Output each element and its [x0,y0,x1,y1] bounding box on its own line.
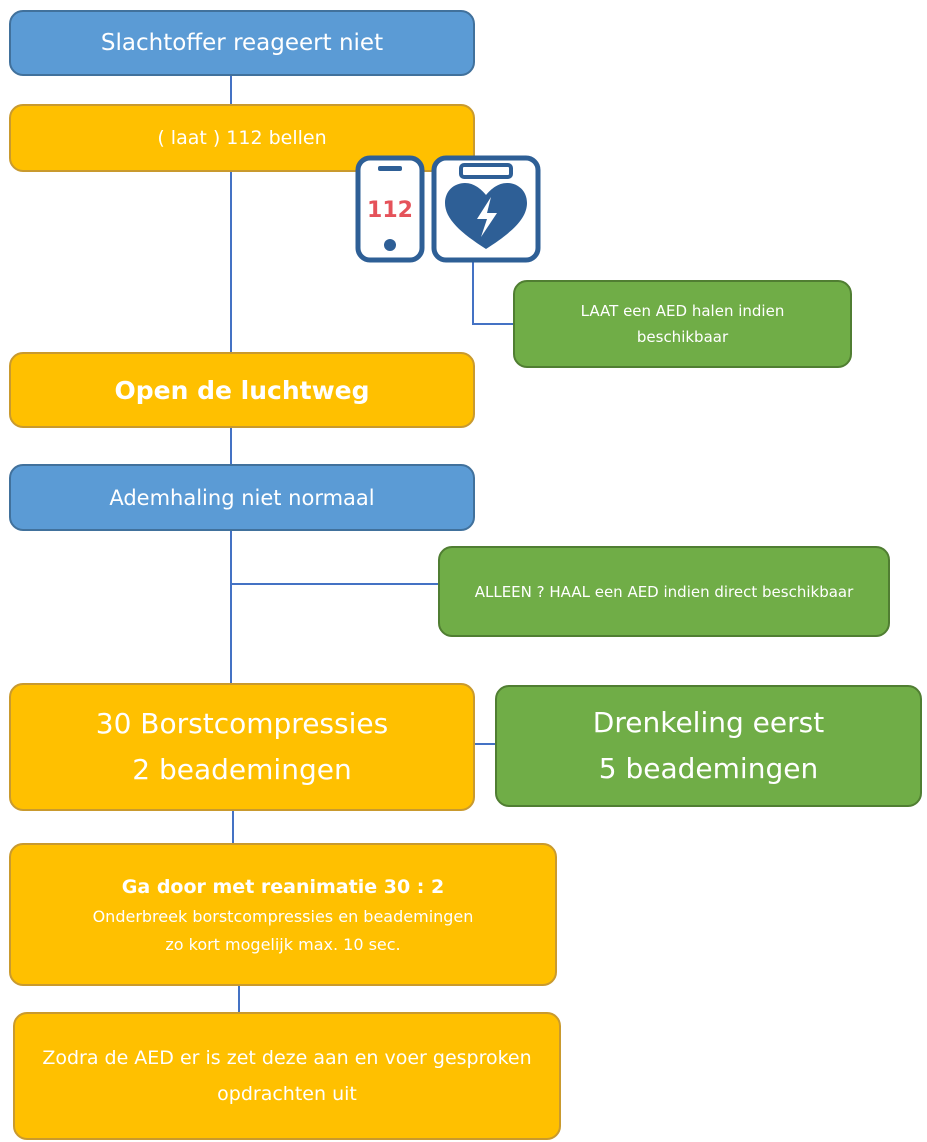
cpr-box: 30 Borstcompressies 2 beademingen [9,683,475,811]
connector-line [230,583,440,585]
continue-line2: zo kort mogelijk max. 10 sec. [165,934,401,954]
connector-line [472,323,514,325]
aed-fetch-box: LAAT een AED halen indien beschikbaar [513,280,852,368]
connector-line [230,428,232,464]
connector-line [230,172,232,352]
breathing-text: Ademhaling niet normaal [109,485,375,510]
connector-line [232,811,234,843]
connector-line [230,76,232,104]
airway-text: Open de luchtweg [114,375,370,405]
phone-icon: 112 [355,155,425,263]
start-text: Slachtoffer reageert niet [100,30,384,56]
airway-box: Open de luchtweg [9,352,475,428]
continue-line1: Onderbreek borstcompressies en beademing… [92,906,474,926]
start-box: Slachtoffer reageert niet [9,10,475,76]
drowning-line1: Drenkeling eerst [592,706,825,739]
connector-line [230,531,232,683]
alone-box: ALLEEN ? HAAL een AED indien direct besc… [438,546,890,637]
breathing-box: Ademhaling niet normaal [9,464,475,531]
aed-use-text: Zodra de AED er is zet deze aan en voer … [42,1047,532,1105]
continue-box: Ga door met reanimatie 30 : 2 Onderbreek… [9,843,557,986]
continue-title: Ga door met reanimatie 30 : 2 [121,875,445,898]
connector-line [474,743,496,745]
aed-heart-icon [431,155,541,263]
connector-line [472,262,474,325]
alone-text: ALLEEN ? HAAL een AED indien direct besc… [474,582,854,601]
call-box: ( laat ) 112 bellen [9,104,475,172]
drowning-box: Drenkeling eerst 5 beademingen [495,685,922,807]
phone-112-label: 112 [367,198,413,223]
aed-fetch-text: LAAT een AED halen indien beschikbaar [580,302,785,346]
cpr-line2: 2 beademingen [132,753,352,786]
call-text: ( laat ) 112 bellen [157,127,327,149]
drowning-line2: 5 beademingen [598,752,819,785]
connector-line [238,986,240,1012]
aed-use-box: Zodra de AED er is zet deze aan en voer … [13,1012,561,1140]
cpr-line1: 30 Borstcompressies [95,707,389,740]
